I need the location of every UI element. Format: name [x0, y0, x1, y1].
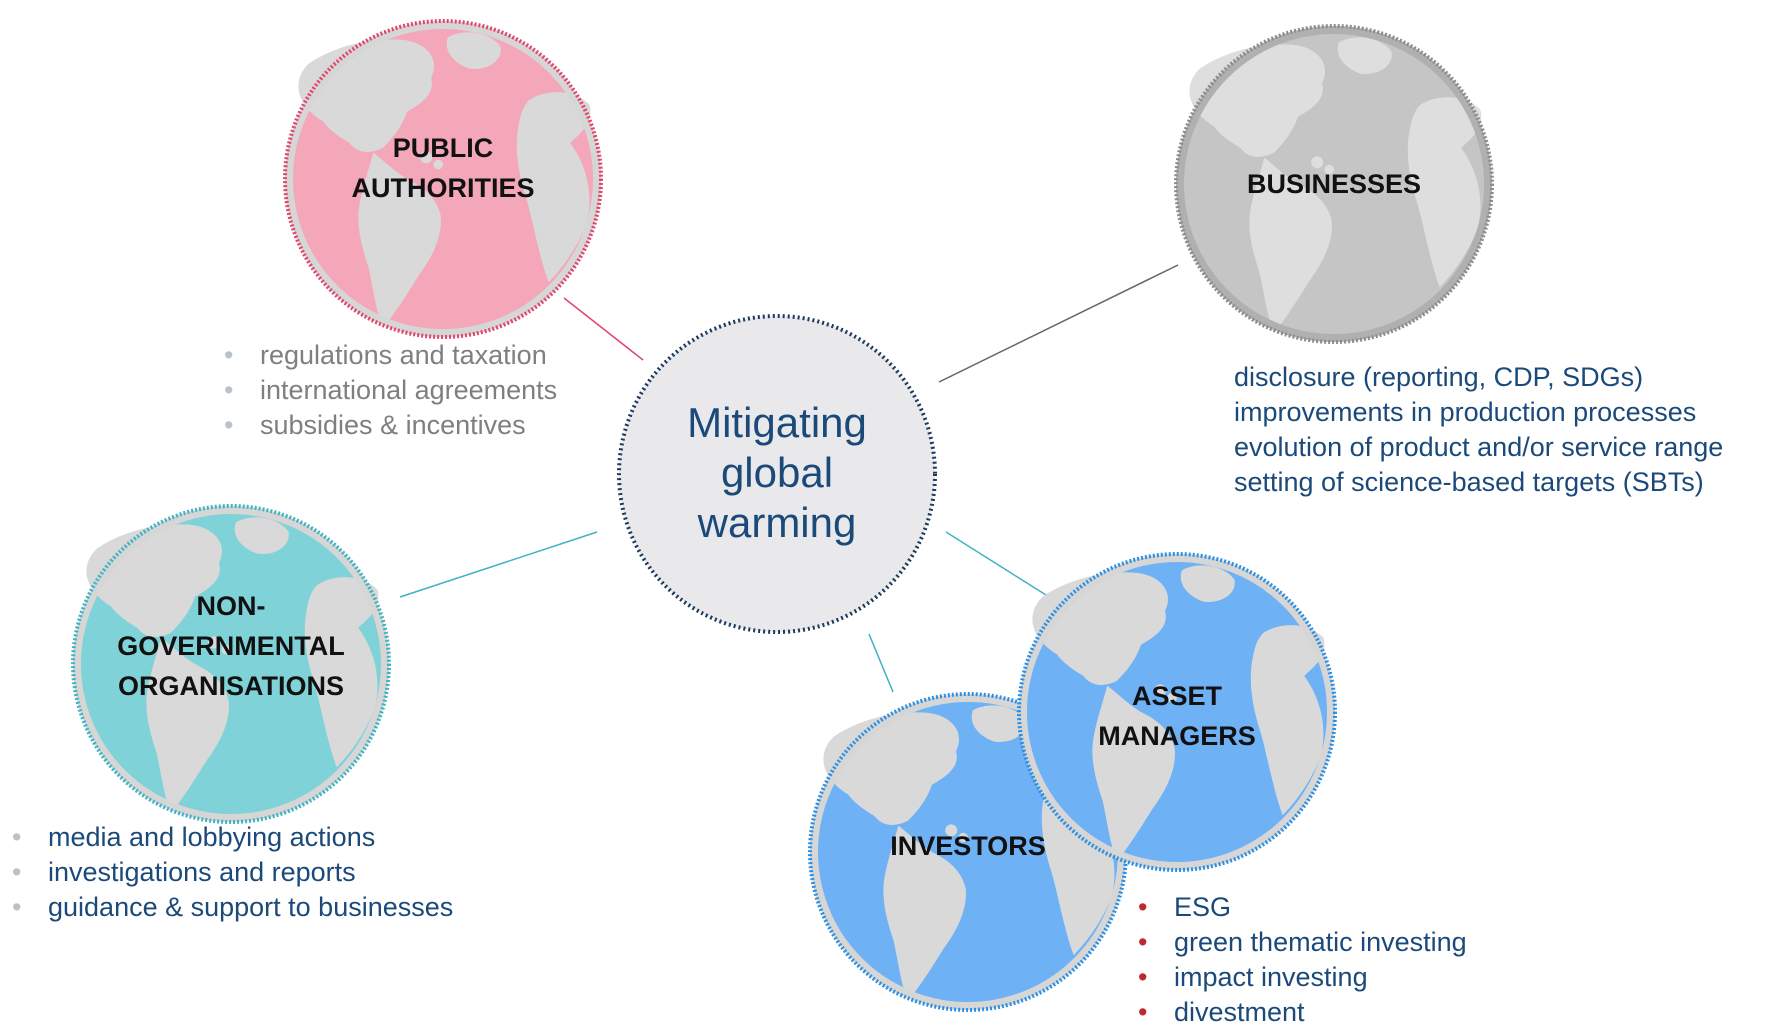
center-title-line: warming — [697, 499, 857, 546]
label-line: INVESTORS — [890, 831, 1046, 861]
ngo-list: • media and lobbying actions • investigati… — [12, 820, 453, 925]
globe-public-authorities — [283, 19, 603, 339]
asset-managers-list: • ESG • green thematic investing • impact i… — [1138, 890, 1467, 1030]
center-circle — [617, 314, 937, 634]
bullet-icon: • — [1138, 927, 1148, 957]
center-title-line: Mitigating — [687, 399, 867, 446]
list-item-text: ESG — [1174, 892, 1232, 922]
connector-businesses — [938, 264, 1179, 383]
list-item: • investigations and reports — [12, 855, 453, 890]
bullet-icon: • — [1138, 962, 1148, 992]
list-item: • impact investing — [1138, 960, 1467, 995]
list-item: • green thematic investing — [1138, 925, 1467, 960]
label-line: AUTHORITIES — [351, 173, 535, 203]
list-item: disclosure (reporting, CDP, SDGs) — [1234, 362, 1644, 392]
bullet-icon: • — [12, 822, 22, 852]
list-item: evolution of product and/or service rang… — [1234, 432, 1724, 462]
list-item-text: guidance & support to businesses — [48, 892, 454, 922]
list-item: • media and lobbying actions — [12, 820, 453, 855]
list-item: improvements in production processes — [1234, 397, 1697, 427]
label-line: GOVERNMENTAL — [117, 631, 345, 661]
list-item-text: investigations and reports — [48, 857, 356, 887]
label-line: ASSET — [1131, 681, 1223, 711]
bullet-icon: • — [224, 375, 234, 405]
list-item-text: regulations and taxation — [260, 340, 547, 370]
list-item: • regulations and taxation — [224, 338, 557, 373]
asset-managers-label: ASSET MANAGERS — [1027, 676, 1327, 756]
connector-investors — [868, 633, 894, 693]
list-item: setting of science-based targets (SBTs) — [1234, 467, 1704, 497]
label-line: PUBLIC — [392, 133, 494, 163]
list-item-text: media and lobbying actions — [48, 822, 376, 852]
list-item-text: subsidies & incentives — [260, 410, 526, 440]
globe-businesses — [1174, 24, 1494, 344]
bullet-icon: • — [1138, 892, 1148, 922]
list-item-text: divestment — [1174, 997, 1305, 1027]
center-title: Mitigating global warming — [617, 398, 937, 548]
list-item-text: green thematic investing — [1174, 927, 1467, 957]
list-item: • international agreements — [224, 373, 557, 408]
list-item-text: international agreements — [260, 375, 558, 405]
bullet-icon: • — [224, 340, 234, 370]
connector-public-authorities — [563, 297, 644, 361]
businesses-label: BUSINESSES — [1184, 164, 1484, 204]
investors-label: INVESTORS — [818, 826, 1118, 866]
center-title-line: global — [720, 449, 834, 496]
connector-ngo — [399, 531, 598, 598]
bullet-icon: • — [12, 857, 22, 887]
ngo-label: NON- GOVERNMENTAL ORGANISATIONS — [81, 586, 381, 706]
public-authorities-label: PUBLIC AUTHORITIES — [293, 128, 593, 208]
list-item: • subsidies & incentives — [224, 408, 557, 443]
label-line: BUSINESSES — [1246, 169, 1422, 199]
label-line: NON- — [196, 591, 266, 621]
globe-asset-managers — [1017, 552, 1337, 872]
businesses-list: disclosure (reporting, CDP, SDGs) improv… — [1234, 360, 1723, 500]
bullet-icon: • — [224, 410, 234, 440]
list-item-text: impact investing — [1174, 962, 1368, 992]
label-line: ORGANISATIONS — [117, 671, 344, 701]
globe-ngo — [71, 504, 391, 824]
bullet-icon: • — [12, 892, 22, 922]
label-line: MANAGERS — [1098, 721, 1256, 751]
bullet-icon: • — [1138, 997, 1148, 1027]
public-authorities-list: • regulations and taxation • international… — [224, 338, 557, 443]
list-item: • ESG — [1138, 890, 1467, 925]
list-item: • divestment — [1138, 995, 1467, 1030]
connector-asset-managers — [945, 531, 1055, 601]
list-item: • guidance & support to businesses — [12, 890, 453, 925]
